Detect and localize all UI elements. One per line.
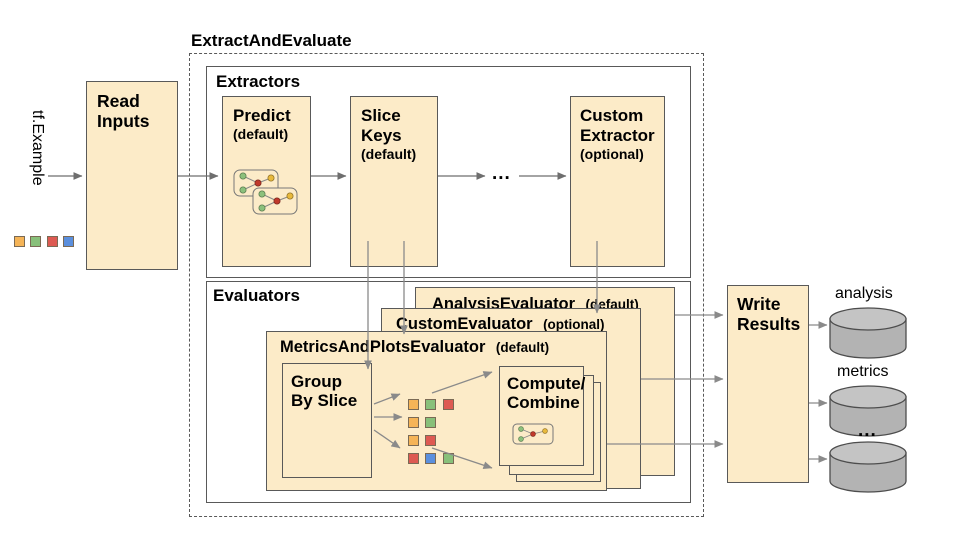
node-predict[interactable]: Predict (default) xyxy=(222,96,311,267)
compute-combine-line1: Compute/ xyxy=(507,374,586,393)
group-extractors-label: Extractors xyxy=(216,72,301,91)
slice-keys-line2: Keys xyxy=(361,126,402,145)
slice-swatch-r2c0 xyxy=(408,435,419,446)
slice-swatch-r0c0 xyxy=(408,399,419,410)
output-label-ellipsis: ... xyxy=(858,420,877,441)
read-inputs-line2: Inputs xyxy=(97,111,150,131)
output-cylinder-metrics xyxy=(829,385,907,437)
metrics-and-plots-evaluator-title: MetricsAndPlotsEvaluator (default) xyxy=(280,338,549,357)
custom-evaluator-qualifier: (optional) xyxy=(543,317,605,332)
custom-evaluator-name: CustomEvaluator xyxy=(396,315,533,333)
slice-swatch-r3c1 xyxy=(425,453,436,464)
slice-swatch-r3c0 xyxy=(408,453,419,464)
read-inputs-line1: Read xyxy=(97,91,140,111)
input-swatch-2 xyxy=(47,236,58,247)
output-label-metrics: metrics xyxy=(837,363,889,380)
custom-evaluator-title: CustomEvaluator (optional) xyxy=(396,315,605,334)
node-slice-keys[interactable]: Slice Keys (default) xyxy=(350,96,438,267)
slice-swatch-r0c1 xyxy=(425,399,436,410)
node-write-results[interactable]: Write Results xyxy=(727,285,809,483)
output-cylinder-other xyxy=(829,441,907,493)
node-custom-extractor[interactable]: Custom Extractor (optional) xyxy=(570,96,665,267)
group-by-slice-line2: By Slice xyxy=(291,391,358,410)
node-read-inputs[interactable]: Read Inputs xyxy=(86,81,178,270)
node-metrics-and-plots-evaluator[interactable]: MetricsAndPlotsEvaluator (default) Group… xyxy=(266,331,607,491)
node-compute-combine[interactable]: Compute/ Combine xyxy=(499,366,586,466)
input-swatch-3 xyxy=(63,236,74,247)
input-swatch-1 xyxy=(30,236,41,247)
predict-model-graph-icon xyxy=(233,169,298,215)
slice-keys-qualifier: (default) xyxy=(361,146,417,162)
slice-swatch-r2c1 xyxy=(425,435,436,446)
custom-extractor-qualifier: (optional) xyxy=(580,146,644,162)
custom-extractor-line1: Custom xyxy=(580,106,644,125)
metrics-and-plots-evaluator-qualifier: (default) xyxy=(495,340,550,355)
compute-combine-graph-icon xyxy=(512,423,554,445)
write-results-line2: Results xyxy=(737,314,801,334)
group-evaluators-label: Evaluators xyxy=(213,286,300,305)
predict-name: Predict xyxy=(233,106,291,125)
input-swatch-0 xyxy=(14,236,25,247)
slice-swatch-r1c0 xyxy=(408,417,419,428)
output-cylinder-analysis xyxy=(829,307,907,359)
metrics-and-plots-evaluator-name: MetricsAndPlotsEvaluator xyxy=(280,338,486,356)
slice-swatch-r1c1 xyxy=(425,417,436,428)
output-label-analysis: analysis xyxy=(835,285,893,302)
extract-and-evaluate-boundary xyxy=(189,53,704,517)
slice-swatch-r3c2 xyxy=(443,453,454,464)
predict-qualifier: (default) xyxy=(233,126,289,142)
node-group-by-slice[interactable]: Group By Slice xyxy=(282,363,372,478)
group-evaluators xyxy=(206,281,691,503)
compute-combine-line2: Combine xyxy=(507,393,580,412)
extract-and-evaluate-title: ExtractAndEvaluate xyxy=(191,31,352,50)
slice-swatch-r0c2 xyxy=(443,399,454,410)
group-by-slice-line1: Group xyxy=(291,372,342,391)
group-extractors xyxy=(206,66,691,278)
input-label-tf-example: tf.Example xyxy=(29,110,46,186)
extractors-ellipsis: ... xyxy=(492,163,511,184)
custom-extractor-line2: Extractor xyxy=(580,126,655,145)
write-results-line1: Write xyxy=(737,294,781,314)
slice-keys-line1: Slice xyxy=(361,106,401,125)
